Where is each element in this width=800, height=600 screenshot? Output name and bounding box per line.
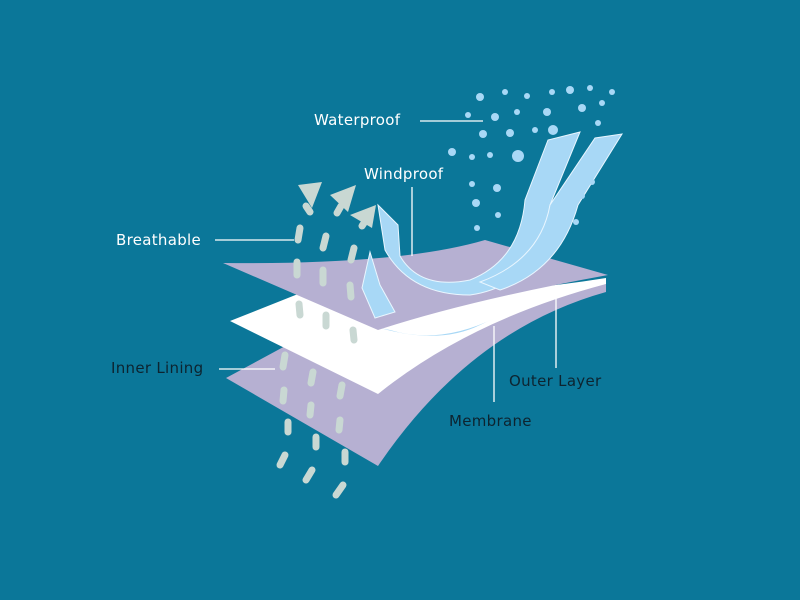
membrane-layer [230,278,606,394]
label-membrane: Membrane [449,412,532,430]
vapor-dashes-lining [279,351,346,434]
wind-arrows [361,131,623,319]
label-windproof: Windproof [364,165,444,183]
label-breathable: Breathable [116,231,202,249]
vapor-dashes-outer [293,258,355,301]
vapor-dashes-lower [276,418,349,499]
label-inner-lining: Inner Lining [111,359,204,377]
inner-lining-layer [226,284,606,466]
vapor-arrowheads [298,182,376,228]
vapor-dashes-membrane [295,300,358,344]
label-waterproof: Waterproof [314,111,401,129]
leader-lines [215,120,557,402]
water-drops [448,85,615,231]
vapor-dashes-upper [294,202,370,264]
label-outer-layer: Outer Layer [509,372,602,390]
